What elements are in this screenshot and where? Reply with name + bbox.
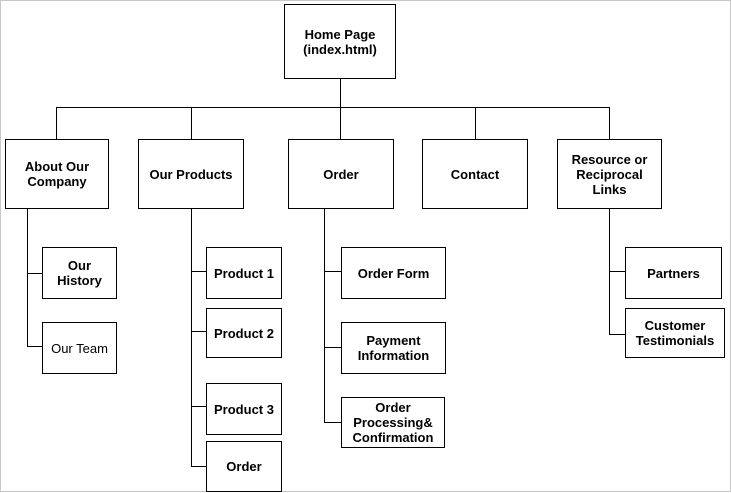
home-page-node: Home Page (index.html) xyxy=(284,4,396,79)
page-node-product-1: Product 1 xyxy=(206,247,282,299)
section-node-order: Order xyxy=(288,139,394,209)
page-node-customer-testimonials: Customer Testimonials xyxy=(625,308,725,358)
section-node-contact: Contact xyxy=(422,139,528,209)
section-node-our-products: Our Products xyxy=(138,139,244,209)
page-node-our-team: Our Team xyxy=(42,322,117,374)
page-node-products-order: Order xyxy=(206,441,282,492)
page-node-product-2: Product 2 xyxy=(206,308,282,358)
page-node-order-form: Order Form xyxy=(341,247,446,299)
page-node-order-processing: Order Processing& Confirmation xyxy=(341,397,445,448)
page-node-product-3: Product 3 xyxy=(206,383,282,435)
section-node-resource-links: Resource or Reciprocal Links xyxy=(557,139,662,209)
page-node-our-history: Our History xyxy=(42,247,117,299)
page-node-payment-information: Payment Information xyxy=(341,322,446,374)
section-node-about-our-company: About Our Company xyxy=(5,139,109,209)
page-node-partners: Partners xyxy=(625,247,722,299)
